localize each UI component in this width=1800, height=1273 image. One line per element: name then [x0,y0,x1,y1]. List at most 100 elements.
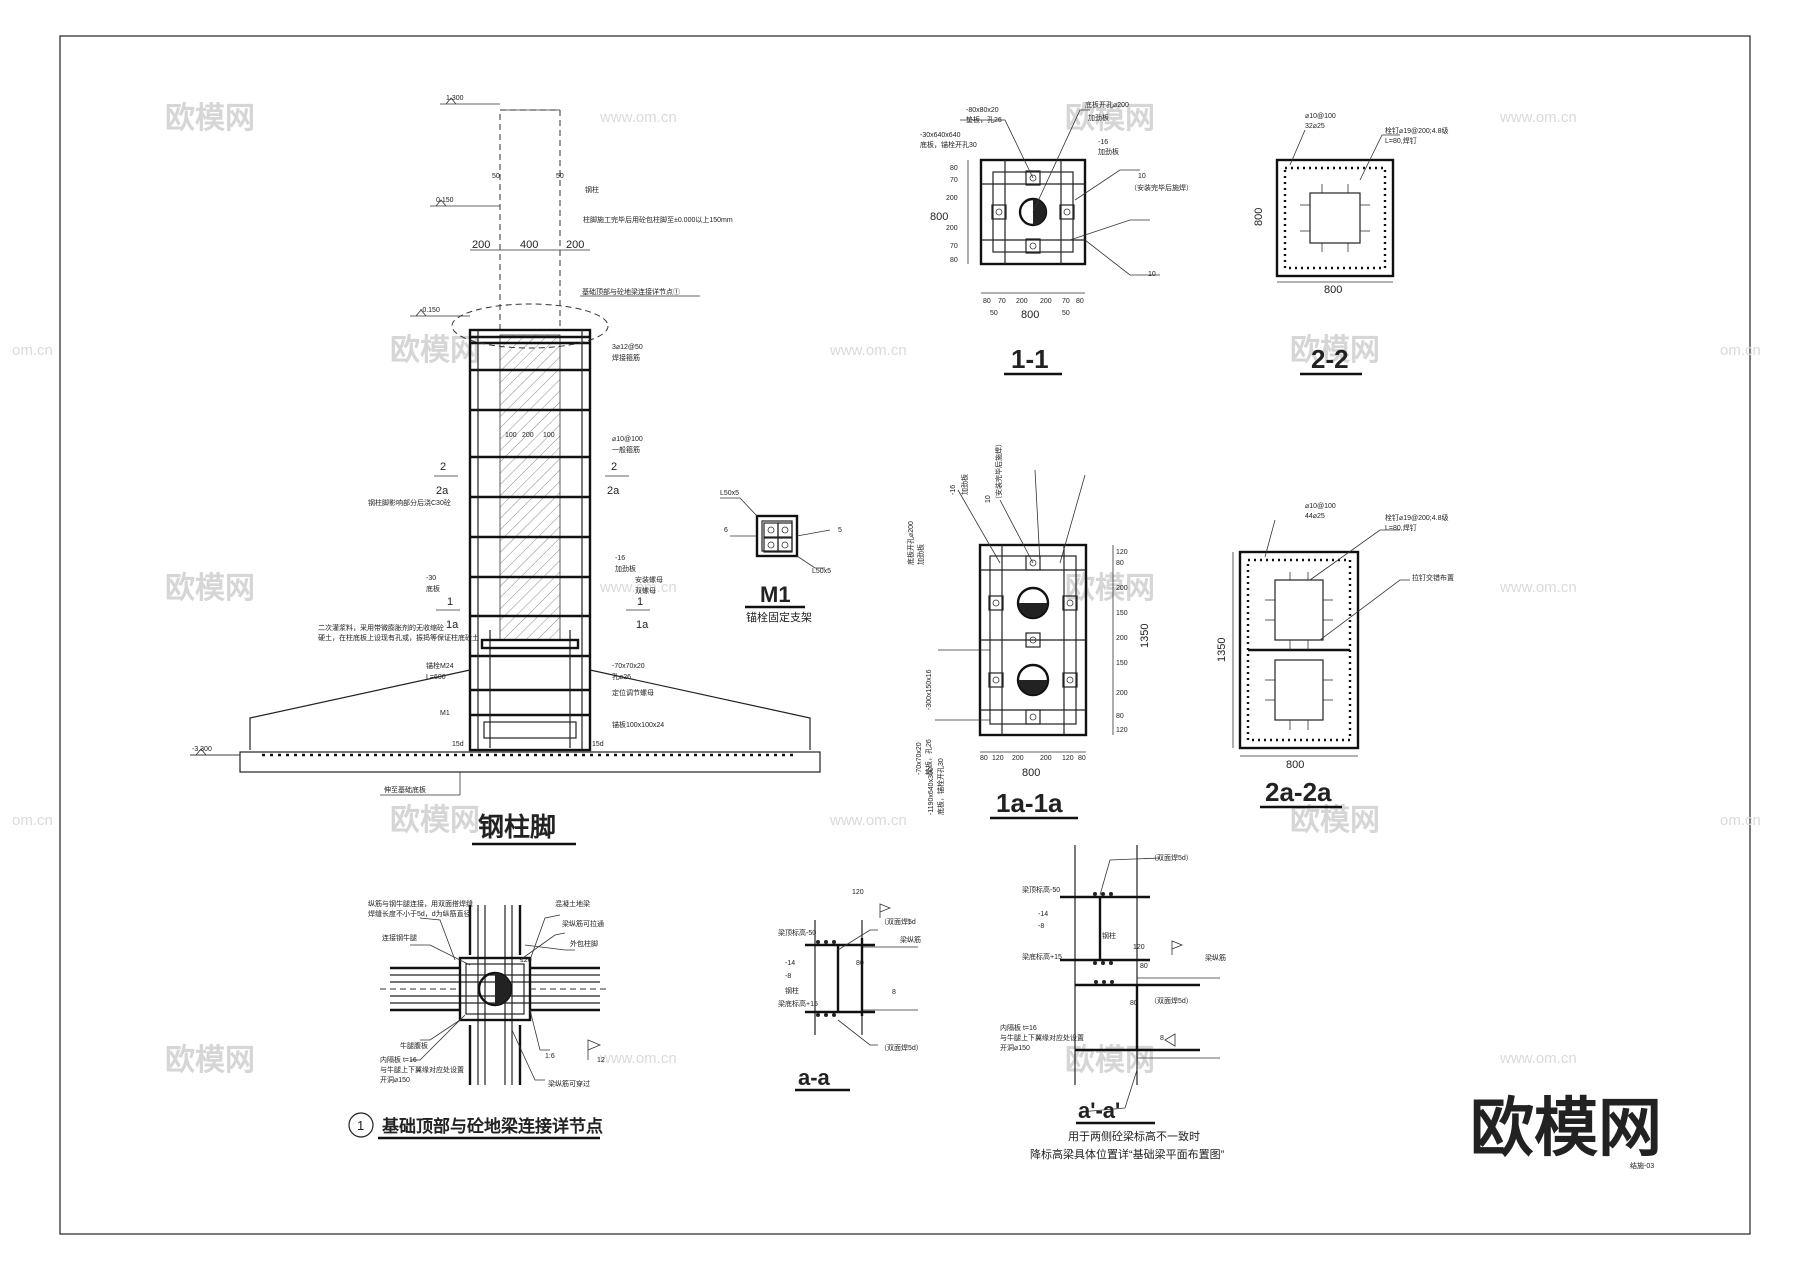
note: 8 [892,989,896,996]
dim-label: 1350 [1216,638,1228,662]
dim-label: 200 [1040,298,1052,305]
dim-label: 150 [1116,660,1128,667]
note: L=80,焊钉 [1385,523,1417,532]
note: 底板，锚栓开孔30 [920,140,977,149]
watermark-url: om.cn [1720,812,1761,829]
note: -30x640x640 [920,132,961,139]
m1-bracket: L50x5 6 L50x5 5 M1 锚栓固定支架 [720,490,842,624]
note: 梁纵筋 [1205,953,1226,962]
note: -70x70x20 [612,663,645,670]
dim-label: 800 [1286,759,1304,771]
dim-label: 80 [1076,298,1084,305]
section-1-1: -80x80x20 垫板，孔26 -30x640x640 底板，锚栓开孔30 底… [920,100,1193,376]
note: L50x5 [812,568,831,575]
note: 120 [520,957,532,964]
note: （双面焊） [880,917,915,926]
note: -70x70x20 [916,742,923,775]
section-title: 1-1 [1011,344,1049,374]
detail-number: 1 [357,1118,364,1133]
watermark-brand-large: 欧模网 [1470,1092,1662,1164]
section-title: 1a-1a [996,788,1063,818]
note: 锚板100x100x24 [612,720,664,729]
note: 32⌀25 [1305,123,1325,130]
dim-label: 200 [1116,690,1128,697]
note: 拉钉交错布置 [1412,573,1454,582]
dim-label: 200 [1012,755,1024,762]
note: 钢柱 [585,185,599,194]
dim-label: 800 [1021,309,1039,321]
note: 垫板，孔26 [966,115,1002,124]
section-title: 2-2 [1311,344,1349,374]
note: 定位调节螺母 [612,688,654,697]
note: 双螺母 [635,586,656,595]
note: 纵筋与钢牛腿连接，用双面搭焊缝 [368,899,473,908]
dim-label: 200 [1040,755,1052,762]
note: ⌀10@100 [1305,113,1336,120]
dim-label: 120 [1116,727,1128,734]
section-mark: 2 [440,461,446,473]
note: -16 [1098,139,1108,146]
note: -8 [1038,923,1044,930]
watermark: 欧模网 [165,572,255,605]
dim-label: 70 [950,243,958,250]
dim-label: 200 [1116,635,1128,642]
section-1a-1a: -16 加劲板 10 （安装完毕后施焊） 底板开孔⌀200 加劲板 -300x1… [906,440,1151,820]
note: 栓钉⌀19@200;4.8级 [1385,513,1448,522]
note-line: 降标高梁具体位置详“基础梁平面布置图” [1030,1147,1225,1161]
watermark: 欧模网 [165,1044,255,1077]
note: 混凝土地梁 [555,899,590,908]
note: 与牛腿上下翼缘对应处设置 [380,1065,464,1074]
section-a-prime: （双面焊5d） 梁顶标高-50 -14 -8 钢柱 梁底标高+15 120 梁纵… [1000,845,1226,1161]
watermark: 欧模网 [390,804,480,837]
title-column-base: 钢柱脚 [478,812,556,842]
note: 80 [1140,963,1148,970]
note: 钢柱脚影响部分后浇C30砼 [368,498,451,507]
note: 梁顶标高-50 [778,928,816,937]
note: 连接钢牛腿 [382,933,417,942]
section-2-2: ⌀10@100 32⌀25 栓钉⌀19@200;4.8级 L=80,焊钉 800… [1253,113,1448,376]
note: 80 [856,960,864,967]
note: 15d [592,741,604,748]
note: 安装螺母 [635,575,663,584]
section-mark: 1a [636,619,649,631]
section-a-a: 120 （双面焊） 5d 梁纵筋 梁顶标高-50 -14 -8 钢柱 梁底标高+… [778,889,923,1092]
watermark: 欧模网 [390,334,480,367]
note: 5 [838,527,842,534]
dim-label: 80 [980,755,988,762]
watermark: 欧模网 [1290,334,1380,367]
watermark-url: www.om.cn [829,342,907,359]
note: -14 [1038,911,1048,918]
section-mark: 1a [446,619,459,631]
note: 加劲板 [1088,113,1109,122]
section-title: 2a-2a [1265,777,1332,807]
note: 加劲板 [960,474,969,495]
note: 10 [985,495,992,503]
note: 底板开孔⌀200 [1085,100,1129,109]
section-mark: 2 [611,461,617,473]
note: M1 [440,710,450,717]
level-label: 1.300 [446,95,464,102]
dim-label: 80 [1078,755,1086,762]
dim-label: 200 [946,195,958,202]
note: 梁纵筋 [900,935,921,944]
note: 梁顶标高-50 [1022,885,1060,894]
note: 10 [1148,271,1156,278]
dim-label: 200 [1116,585,1128,592]
note: 3⌀12@50 [612,344,643,351]
dim-label: 80 [1116,713,1124,720]
note: -8 [785,973,791,980]
note: 柱脚施工完毕后用砼包柱脚至±0.000以上150mm [583,215,733,224]
level-label: -3.300 [192,746,212,753]
note: 底板 [426,584,440,593]
note: 硬土，在柱底板上设现有孔或，振捣等保证柱底砼土 [318,633,479,642]
note: 80 [1130,1000,1138,1007]
watermark-url: www.om.cn [599,1050,677,1067]
watermark-url: www.om.cn [1499,579,1577,596]
section-mark: 2a [607,485,620,497]
note: 孔⌀26 [612,673,631,681]
watermark-url: www.om.cn [1499,109,1577,126]
note: 底板，锚栓开孔30 [936,758,945,815]
watermark: 欧模网 [1290,804,1380,837]
dim-label: 120 [1116,549,1128,556]
